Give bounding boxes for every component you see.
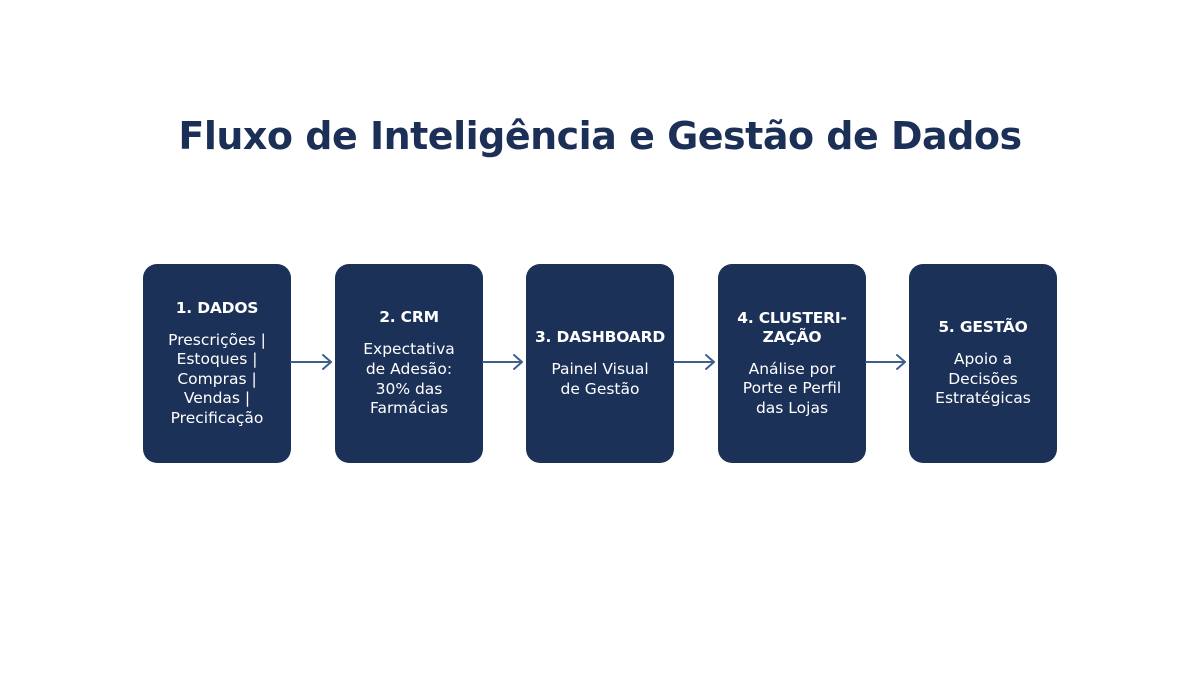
step-body-line: Estratégicas: [935, 389, 1031, 408]
step-body: Apoio a Decisões Estratégicas: [935, 350, 1031, 409]
step-heading: 5. GESTÃO: [938, 318, 1027, 337]
step-body-line: Porte e Perfil: [742, 379, 842, 398]
step-body-line: Vendas |: [183, 389, 251, 408]
step-body-line: de Gestão: [560, 379, 640, 398]
step-heading-line: ZAÇÃO: [762, 327, 822, 346]
step-body-line: das Lojas: [755, 398, 829, 417]
step-box-dados: 1. DADOS Prescrições | Estoques | Compra…: [143, 264, 291, 463]
step-heading: 2. CRM: [379, 308, 439, 327]
step-body-line: Análise por: [748, 359, 836, 378]
step-box-crm: 2. CRM Expectativa de Adesão: 30% das Fa…: [335, 264, 483, 463]
step-body-line: Farmácias: [369, 399, 449, 418]
step-box-clusterizacao: 4. CLUSTERI- ZAÇÃO Análise por Porte e P…: [718, 264, 866, 463]
arrow-icon: [865, 354, 906, 370]
step-heading-line: 5. GESTÃO: [938, 318, 1028, 337]
step-body-line: Apoio a: [953, 350, 1013, 369]
step-body-line: Compras |: [177, 369, 257, 388]
step-heading-line: 2. CRM: [379, 308, 439, 327]
step-body: Expectativa de Adesão: 30% das Farmácias: [363, 340, 455, 418]
step-box-gestao: 5. GESTÃO Apoio a Decisões Estratégicas: [909, 264, 1057, 463]
step-body-line: Expectativa: [363, 340, 455, 359]
step-box-dashboard: 3. DASHBOARD Painel Visual de Gestão: [526, 264, 674, 463]
arrow-icon: [673, 354, 715, 370]
step-body-line: de Adesão:: [365, 359, 453, 378]
arrow-icon: [290, 354, 332, 370]
step-body-line: Prescrições |: [168, 330, 266, 349]
step-heading: 1. DADOS: [176, 299, 259, 318]
step-body: Painel Visual de Gestão: [551, 360, 648, 399]
arrow-icon: [482, 354, 523, 370]
step-heading-line: 4. CLUSTERI-: [737, 308, 847, 327]
step-heading: 4. CLUSTERI- ZAÇÃO: [737, 308, 847, 347]
step-body-line: Precificação: [170, 408, 264, 427]
step-heading-line: 1. DADOS: [175, 298, 259, 317]
step-heading: 3. DASHBOARD: [535, 328, 665, 347]
page-title: Fluxo de Inteligência e Gestão de Dados: [178, 114, 1022, 158]
step-body-line: 30% das: [375, 379, 443, 398]
step-body: Prescrições | Estoques | Compras | Venda…: [168, 331, 266, 429]
step-heading-line: 3. DASHBOARD: [534, 327, 666, 346]
step-body-line: Estoques |: [176, 350, 258, 369]
step-body-line: Decisões: [948, 369, 1018, 388]
step-body: Análise por Porte e Perfil das Lojas: [743, 360, 841, 419]
step-body-line: Painel Visual: [551, 359, 649, 378]
